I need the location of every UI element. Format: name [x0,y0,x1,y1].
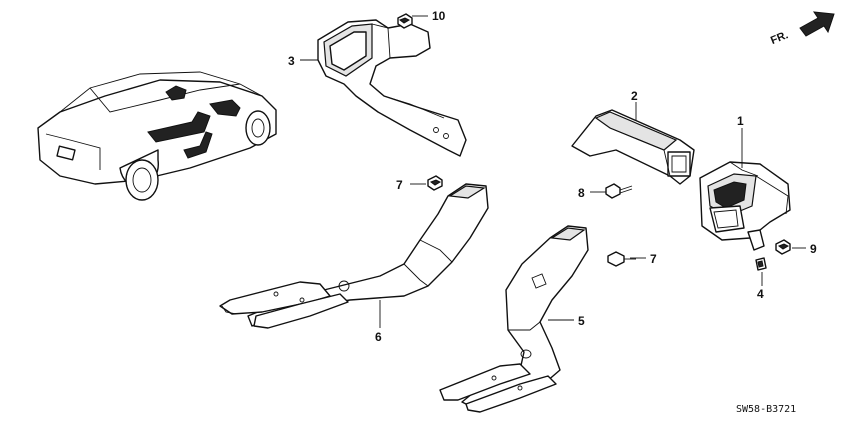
front-direction-label: FR. [769,29,790,47]
duct-part-2 [571,109,695,185]
callout-6: 6 [375,330,382,344]
callout-2: 2 [631,89,638,103]
callout-7-upper: 7 [396,178,403,192]
bolt-part-10 [397,13,413,29]
duct-part-5 [439,225,589,413]
callout-9: 9 [810,242,817,256]
vehicle-overview-illustration [37,71,277,201]
bolt-part-7-upper [427,175,443,191]
callout-5: 5 [578,314,585,328]
clip-part-4 [755,257,767,271]
bolt-part-9 [775,239,791,255]
callout-7-lower: 7 [650,252,657,266]
screw-part-8 [605,183,633,199]
duct-part-1 [699,161,791,251]
bolt-part-7-lower [607,251,636,267]
callout-3: 3 [288,54,295,68]
diagram-code: SW58-B3721 [736,404,796,415]
callout-10: 10 [432,9,446,23]
front-direction-arrow [799,11,835,37]
duct-part-6 [219,183,489,329]
duct-part-3 [317,19,467,157]
callout-8: 8 [578,186,585,200]
callout-4: 4 [757,287,764,301]
callout-1: 1 [737,114,744,128]
